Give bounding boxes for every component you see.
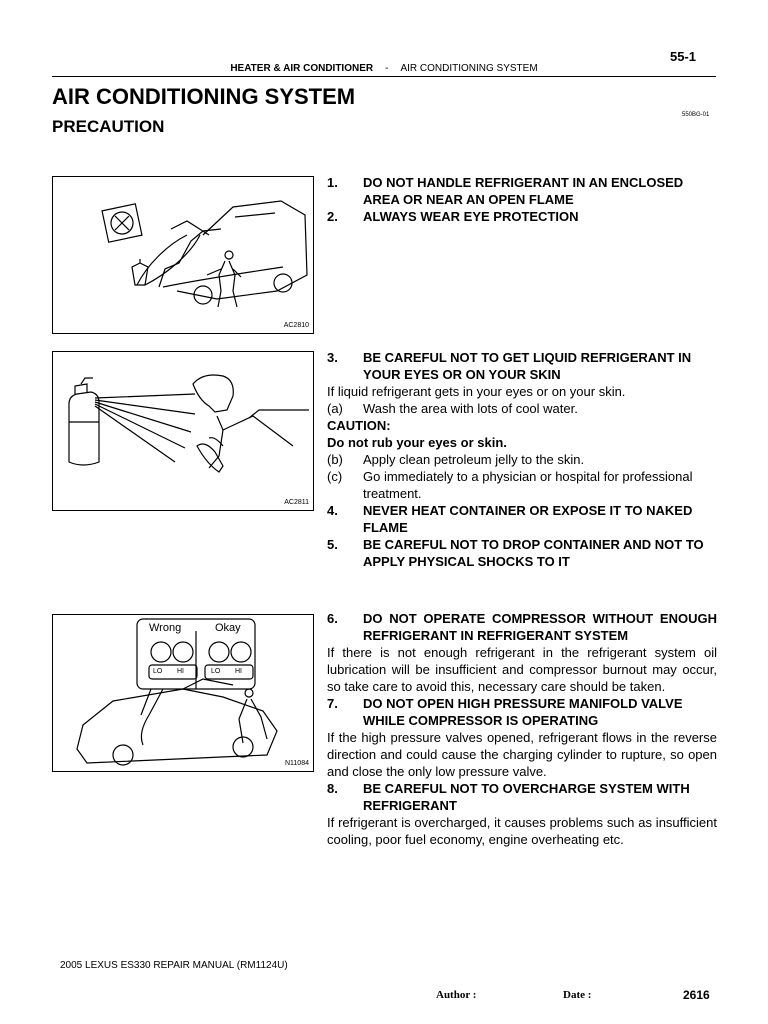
- paragraph: If liquid refrigerant gets in your eyes …: [327, 384, 626, 399]
- sub-item: (c)Go immediately to a physician or hosp…: [327, 469, 693, 501]
- spray-illustration: [68, 374, 309, 473]
- paragraph: If there is not enough refrigerant in th…: [327, 645, 717, 694]
- figure-code: AC2810: [283, 322, 309, 329]
- list-item: 8.BE CAREFUL NOT TO OVERCHARGE SYSTEM WI…: [327, 781, 690, 813]
- gauge-hi-label: HI: [235, 668, 242, 675]
- page-subtitle: PRECAUTION: [52, 117, 165, 136]
- caution-text: Do not rub your eyes or skin.: [327, 435, 507, 450]
- list-item: 3.BE CAREFUL NOT TO GET LIQUID REFRIGERA…: [327, 350, 692, 382]
- page-title: AIR CONDITIONING SYSTEM: [52, 84, 356, 109]
- figure-code: N11084: [284, 760, 309, 767]
- precaution-text-3: 6.DO NOT OPERATE COMPRESSOR WITHOUT ENOU…: [327, 610, 717, 848]
- running-header: HEATER & AIR CONDITIONER-AIR CONDITIONIN…: [52, 63, 716, 74]
- gauge-hi-label: HI: [177, 668, 184, 675]
- figure-eye-protection: AC2811: [52, 351, 314, 511]
- figure-ventilation: AC2810: [52, 176, 314, 334]
- precaution-text-2: 3.BE CAREFUL NOT TO GET LIQUID REFRIGERA…: [327, 349, 717, 570]
- list-item: 1.DO NOT HANDLE REFRIGERANT IN AN ENCLOS…: [327, 175, 684, 207]
- paragraph: If refrigerant is overcharged, it causes…: [327, 815, 717, 847]
- precaution-text-1: 1.DO NOT HANDLE REFRIGERANT IN AN ENCLOS…: [327, 174, 717, 225]
- gauge-lo-label: LO: [211, 668, 221, 675]
- footer-page-number: 2616: [683, 988, 710, 1002]
- header-rule: [52, 76, 716, 77]
- sub-item: (b)Apply clean petroleum jelly to the sk…: [327, 452, 585, 467]
- gauge-car-illustration: [76, 618, 278, 766]
- list-item: 6.DO NOT OPERATE COMPRESSOR WITHOUT ENOU…: [327, 611, 717, 643]
- caution-label: CAUTION:: [327, 418, 391, 433]
- header-section: HEATER & AIR CONDITIONER: [230, 63, 374, 74]
- footer-manual-title: 2005 LEXUS ES330 REPAIR MANUAL (RM1124U): [60, 960, 288, 971]
- page-number: 55-1: [669, 49, 696, 64]
- list-item: 2.ALWAYS WEAR EYE PROTECTION: [327, 209, 579, 224]
- gauge-lo-label: LO: [153, 668, 163, 675]
- wrong-label: Wrong: [149, 622, 182, 634]
- header-subsection: AIR CONDITIONING SYSTEM: [400, 63, 538, 74]
- sub-item: (a)Wash the area with lots of cool water…: [327, 401, 578, 416]
- list-item: 5.BE CAREFUL NOT TO DROP CONTAINER AND N…: [327, 537, 704, 569]
- figure-compressor: Wrong Okay LO HI LO HI N11084: [52, 614, 314, 772]
- document-code: 550BG-01: [682, 112, 710, 118]
- list-item: 4.NEVER HEAT CONTAINER OR EXPOSE IT TO N…: [327, 503, 693, 535]
- footer-date-label: Date :: [563, 989, 592, 1001]
- footer-author-label: Author :: [436, 989, 477, 1001]
- figure-code: AC2811: [284, 499, 309, 506]
- paragraph: If the high pressure valves opened, refr…: [327, 730, 717, 779]
- header-separator: -: [385, 63, 389, 74]
- list-item: 7.DO NOT OPEN HIGH PRESSURE MANIFOLD VAL…: [327, 696, 683, 728]
- okay-label: Okay: [215, 622, 241, 634]
- ventilation-illustration: [101, 200, 308, 308]
